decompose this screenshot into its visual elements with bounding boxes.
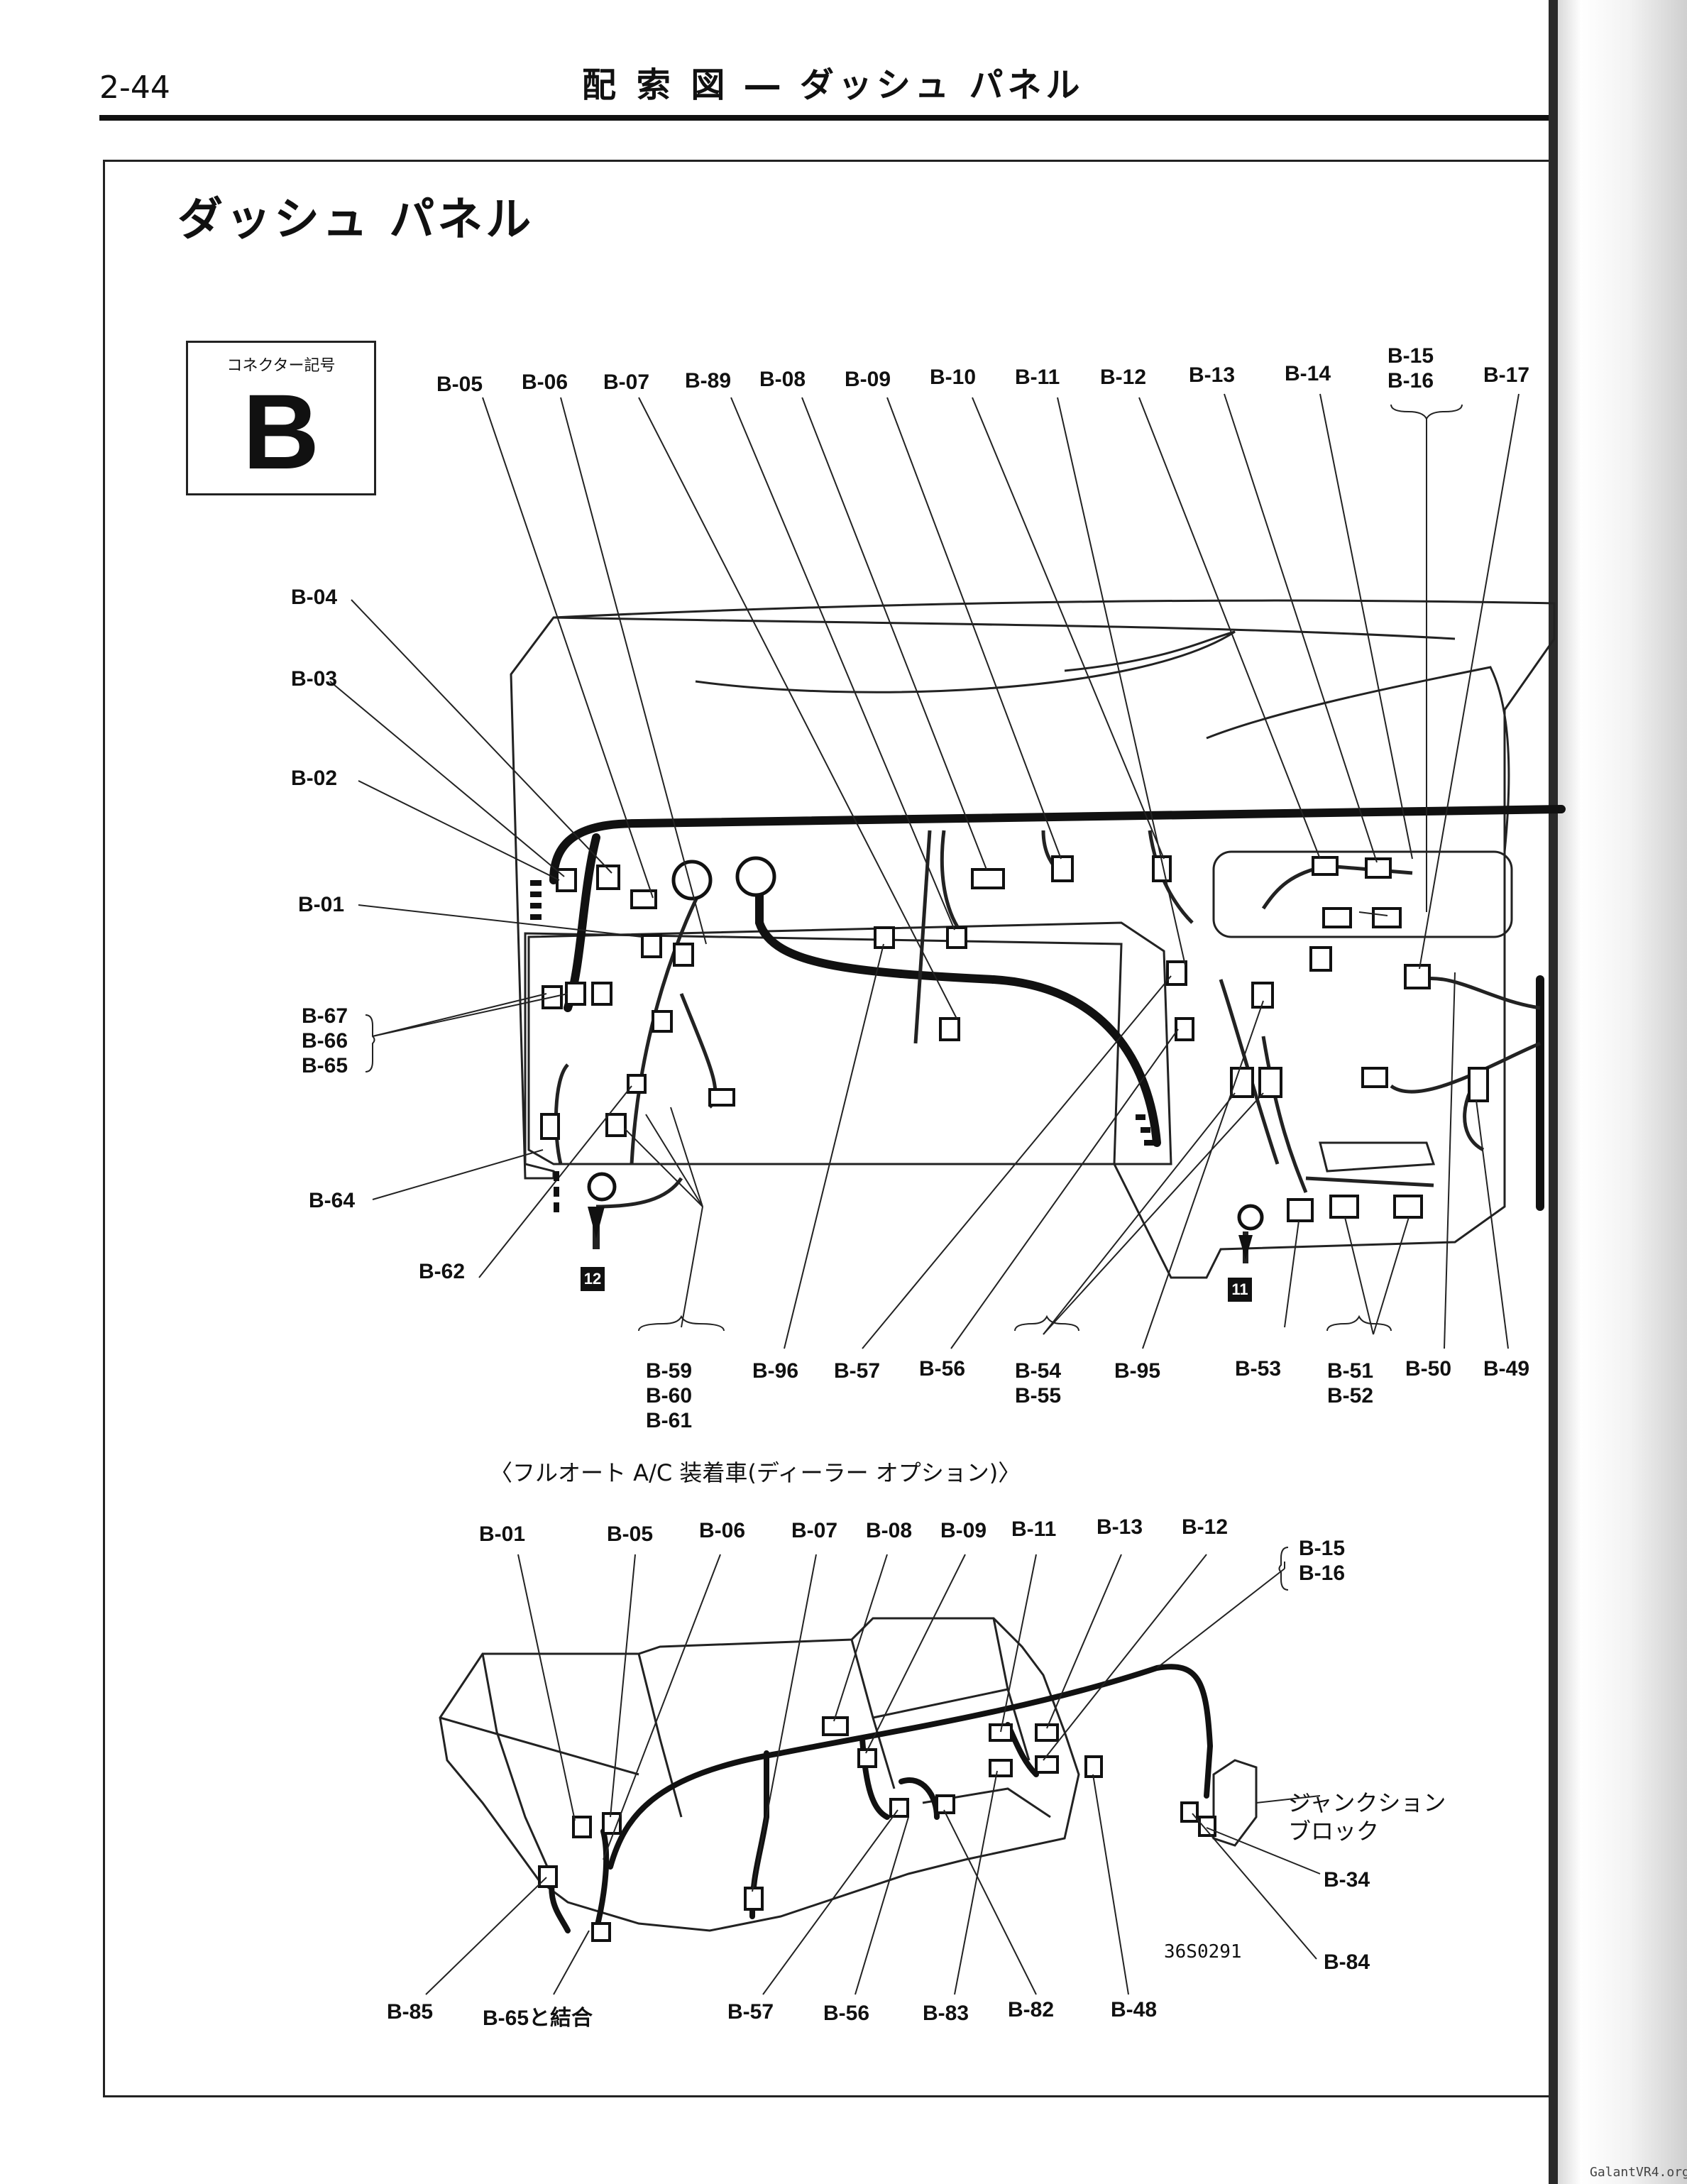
label-b-08: B-08 <box>759 368 806 391</box>
label-b-52: B-52 <box>1327 1384 1374 1407</box>
label-b-54: B-54 <box>1015 1359 1062 1383</box>
label-b-09: B-09 <box>845 368 891 391</box>
ground-eyelet-11 <box>1237 1204 1264 1231</box>
label-b-49: B-49 <box>1483 1357 1530 1381</box>
main-harness-center-drop <box>755 869 1161 1147</box>
label-b-14: B-14 <box>1285 362 1331 385</box>
lower-right-bracket <box>1319 1141 1436 1173</box>
label-b-16: B-16 <box>1387 369 1434 393</box>
opt-label-junction-1: ジャンクション <box>1288 1789 1446 1816</box>
connector-symbol-letter: B <box>242 372 320 491</box>
opt-label-b-84: B-84 <box>1324 1950 1370 1974</box>
main-harness-top <box>549 805 1566 884</box>
opt-label-b-13: B-13 <box>1097 1515 1143 1539</box>
opt-label-b-06: B-06 <box>699 1519 746 1542</box>
label-b-03: B-03 <box>291 667 338 691</box>
book-gutter <box>1558 0 1687 2184</box>
opt-label-b-15: B-15 <box>1299 1537 1346 1560</box>
label-b-56: B-56 <box>919 1357 966 1381</box>
label-b-55: B-55 <box>1015 1384 1062 1407</box>
opt-label-b-01: B-01 <box>479 1522 526 1546</box>
option-harness <box>608 1664 1214 1870</box>
switch-panel-outline <box>1212 850 1513 938</box>
label-b-89: B-89 <box>685 369 732 393</box>
page-header: 配 索 図 ― ダッシュ パネル <box>582 65 1084 105</box>
section-title: ダッシュ パネル <box>177 194 534 246</box>
label-b-65: B-65 <box>302 1054 348 1077</box>
label-b-11: B-11 <box>1015 366 1060 389</box>
dash-center-arc <box>695 630 1236 693</box>
opt-label-b-09: B-09 <box>940 1519 987 1542</box>
grommet-left <box>671 860 713 901</box>
opt-label-b-83: B-83 <box>923 2002 969 2025</box>
opt-label-b-85: B-85 <box>387 2000 434 2024</box>
label-b-05: B-05 <box>436 373 483 396</box>
label-b-12: B-12 <box>1100 366 1147 389</box>
ground-marker-12: 12 <box>581 1267 605 1291</box>
opt-label-b-65-join: B-65と結合 <box>483 2007 593 2030</box>
ac-unit-outline <box>439 1617 1080 1932</box>
label-b-51: B-51 <box>1327 1359 1374 1383</box>
label-b-53: B-53 <box>1235 1357 1282 1381</box>
label-b-67: B-67 <box>302 1004 348 1028</box>
label-b-50: B-50 <box>1405 1357 1452 1381</box>
label-b-15: B-15 <box>1387 344 1434 368</box>
dash-inner-panel <box>527 921 1172 1165</box>
ground-marker-11: 11 <box>1228 1278 1252 1302</box>
header-rule <box>99 115 1551 121</box>
label-b-66: B-66 <box>302 1029 348 1053</box>
meter-cluster-outline <box>1206 666 1510 1207</box>
label-b-62: B-62 <box>419 1260 466 1283</box>
opt-label-b-07: B-07 <box>791 1519 838 1542</box>
opt-label-b-12: B-12 <box>1182 1515 1229 1539</box>
label-b-01: B-01 <box>298 893 345 916</box>
watermark: GalantVR4.org <box>1590 2165 1687 2180</box>
dash-panel-outline <box>510 599 1556 1279</box>
opt-label-b-11: B-11 <box>1011 1518 1057 1541</box>
label-b-02: B-02 <box>291 767 338 790</box>
label-b-60: B-60 <box>646 1384 693 1407</box>
label-b-64: B-64 <box>309 1189 356 1212</box>
opt-label-b-16: B-16 <box>1299 1562 1346 1585</box>
label-b-10: B-10 <box>930 366 977 389</box>
label-b-61: B-61 <box>646 1409 693 1432</box>
connector-symbol-caption: コネクター記号 <box>226 357 336 375</box>
label-b-59: B-59 <box>646 1359 693 1383</box>
label-b-57: B-57 <box>834 1359 881 1383</box>
figure-code: 36S0291 <box>1164 1941 1242 1963</box>
label-b-06: B-06 <box>522 371 568 394</box>
connector-symbol-box: コネクター記号 B <box>186 341 376 495</box>
opt-label-b-57: B-57 <box>727 2000 774 2024</box>
label-b-13: B-13 <box>1189 363 1236 387</box>
dash-top-curve <box>553 616 1456 640</box>
label-b-96: B-96 <box>752 1359 799 1383</box>
opt-label-b-05: B-05 <box>607 1522 654 1546</box>
label-b-95: B-95 <box>1114 1359 1161 1383</box>
label-b-17: B-17 <box>1483 363 1530 387</box>
grommet-right <box>735 856 776 897</box>
option-diagram-title: 〈フルオート A/C 装着車(ディーラー オプション)〉 <box>490 1459 1021 1486</box>
opt-label-b-82: B-82 <box>1008 1998 1055 2021</box>
opt-label-b-48: B-48 <box>1111 1998 1158 2021</box>
label-b-07: B-07 <box>603 371 650 394</box>
opt-label-b-08: B-08 <box>866 1519 913 1542</box>
label-b-04: B-04 <box>291 586 338 609</box>
opt-label-junction-2: ブロック <box>1288 1818 1380 1845</box>
opt-label-b-34: B-34 <box>1324 1868 1370 1892</box>
ground-eyelet-12 <box>587 1172 617 1202</box>
opt-label-b-56: B-56 <box>823 2002 870 2025</box>
page-number: 2-44 <box>99 70 170 106</box>
